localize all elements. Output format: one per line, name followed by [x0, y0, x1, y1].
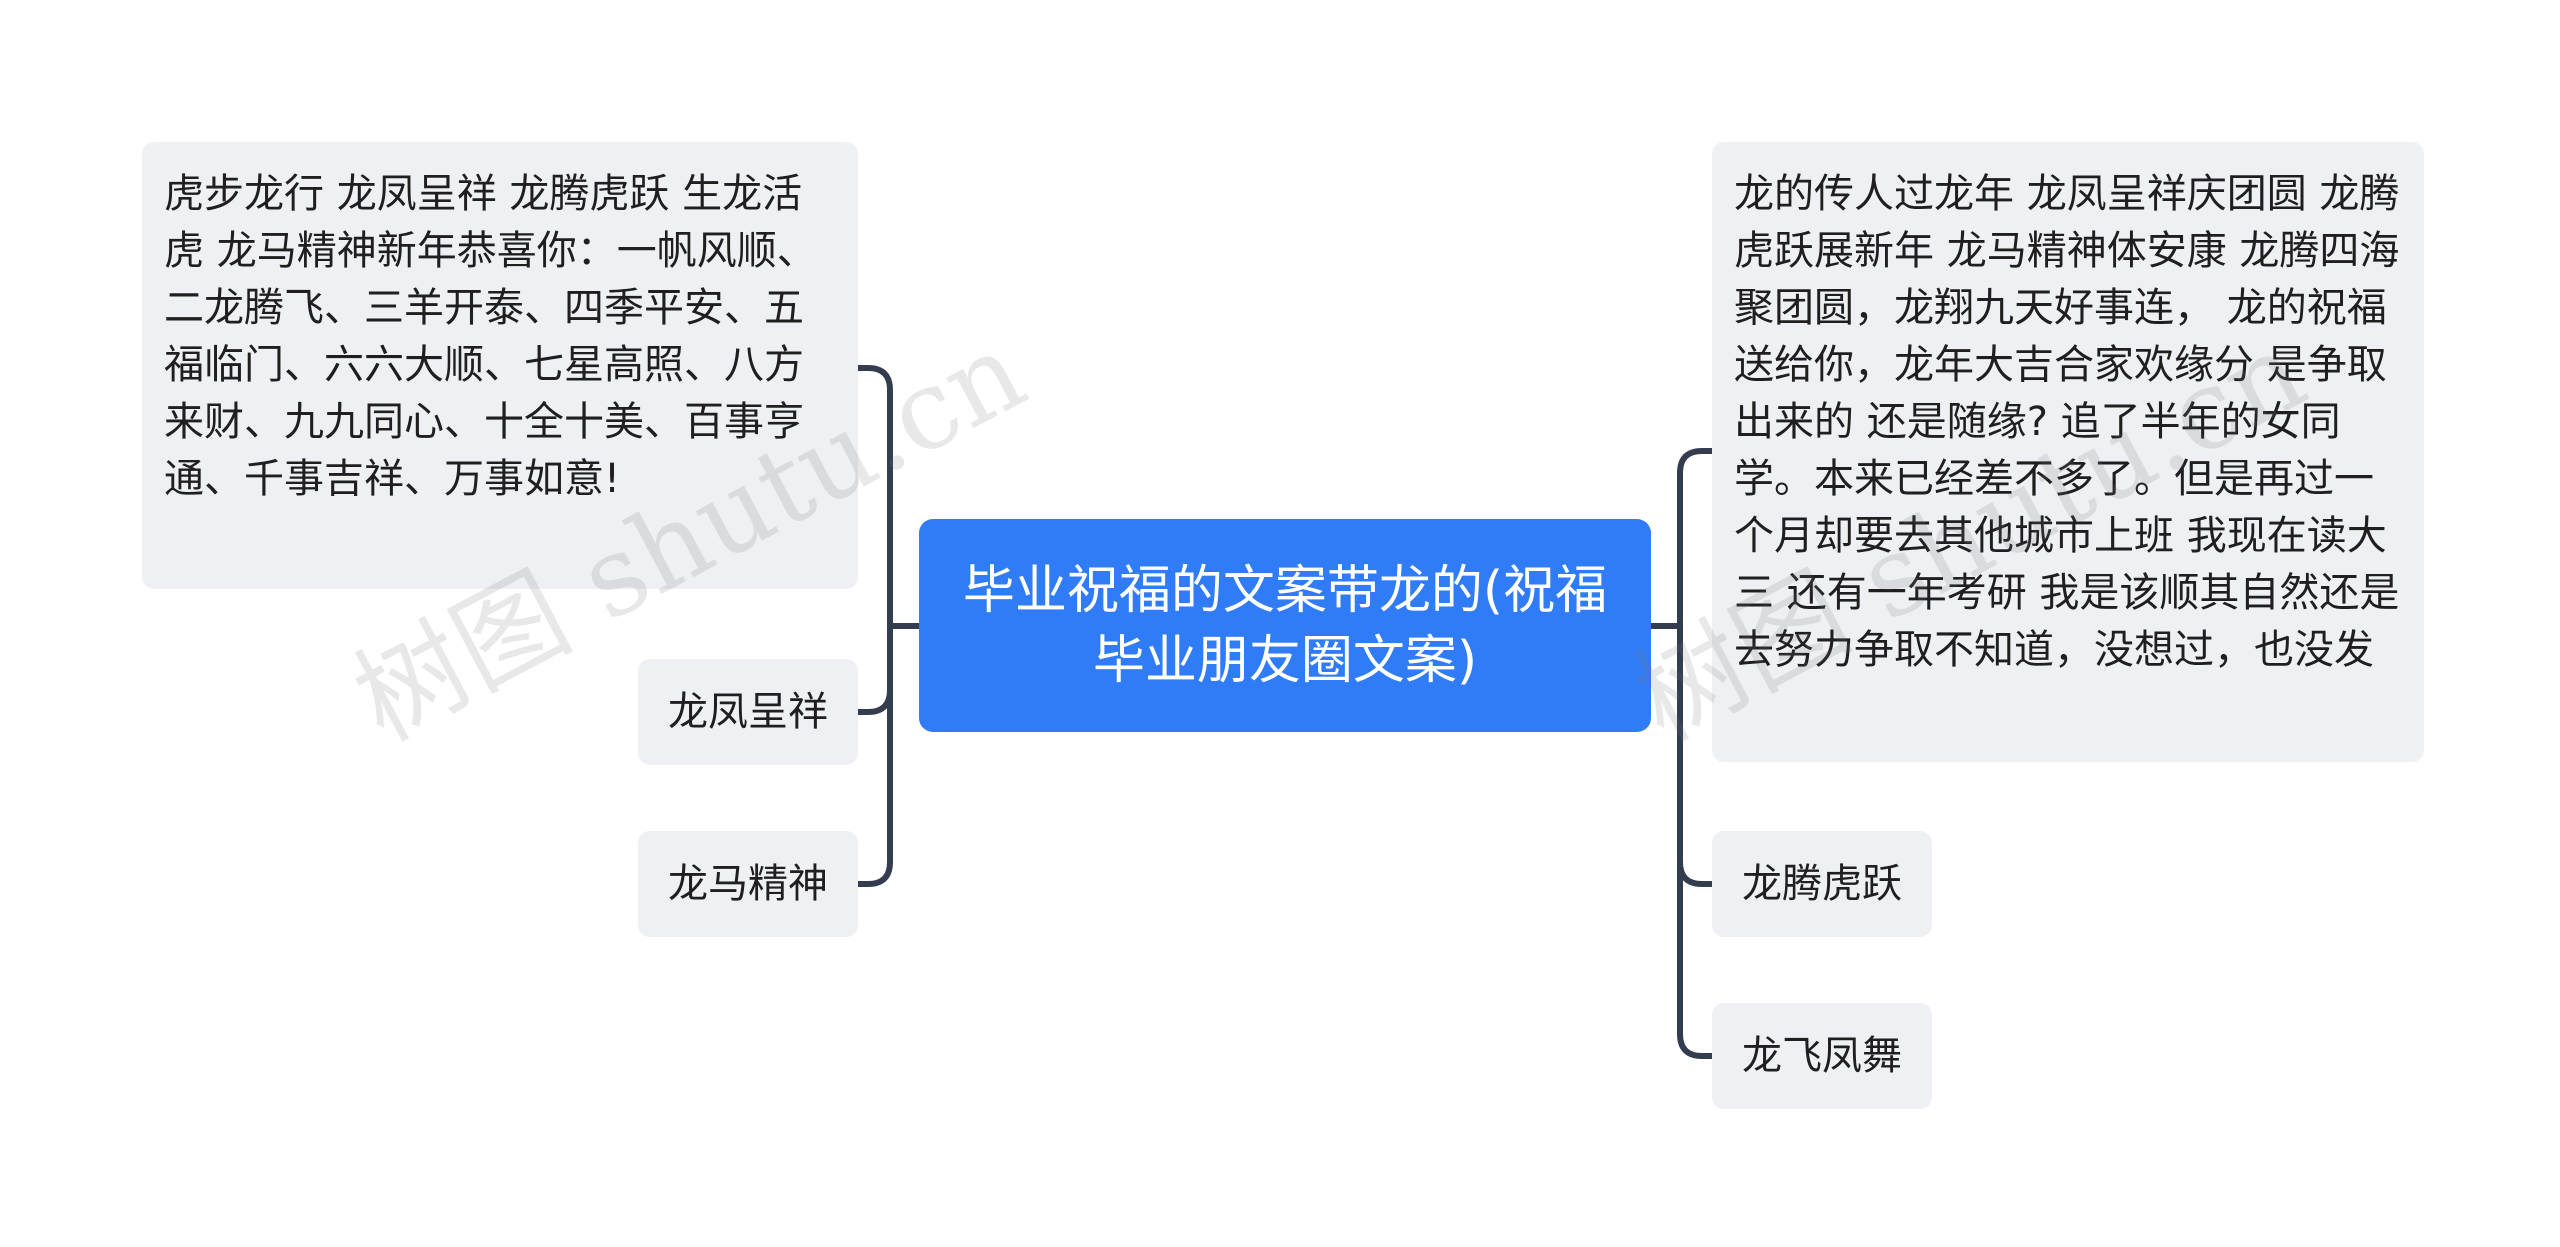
right-topic-2-label: 龙腾虎跃	[1742, 860, 1902, 907]
connector-left-3	[855, 687, 893, 887]
left-topic-2[interactable]: 龙凤呈祥	[638, 659, 858, 765]
left-topic-1-label: 虎步龙行 龙凤呈祥 龙腾虎跃 生龙活虎 龙马精神新年恭喜你：一帆风顺、二龙腾飞、…	[164, 171, 817, 502]
right-topic-1[interactable]: 龙的传人过龙年 龙凤呈祥庆团圆 龙腾虎跃展新年 龙马精神体安康 龙腾四海聚团圆，…	[1712, 142, 2424, 762]
connector-right-3	[1677, 859, 1715, 1059]
connector-left-1	[855, 365, 893, 629]
left-topic-3[interactable]: 龙马精神	[638, 831, 858, 937]
connector-right-2	[1677, 623, 1715, 887]
right-topic-3[interactable]: 龙飞凤舞	[1712, 1003, 1932, 1109]
right-topic-2[interactable]: 龙腾虎跃	[1712, 831, 1932, 937]
connector-right-1	[1677, 448, 1715, 629]
root-topic[interactable]: 毕业祝福的文案带龙的(祝福毕业朋友圈文案)	[919, 519, 1651, 732]
left-topic-1[interactable]: 虎步龙行 龙凤呈祥 龙腾虎跃 生龙活虎 龙马精神新年恭喜你：一帆风顺、二龙腾飞、…	[142, 142, 858, 589]
root-topic-label: 毕业祝福的文案带龙的(祝福毕业朋友圈文案)	[962, 560, 1608, 691]
right-topic-1-label: 龙的传人过龙年 龙凤呈祥庆团圆 龙腾虎跃展新年 龙马精神体安康 龙腾四海聚团圆，…	[1734, 171, 2400, 673]
right-topic-3-label: 龙飞凤舞	[1742, 1032, 1902, 1079]
connector-left-2	[855, 623, 893, 715]
left-topic-2-label: 龙凤呈祥	[668, 688, 828, 735]
left-topic-3-label: 龙马精神	[668, 860, 828, 907]
